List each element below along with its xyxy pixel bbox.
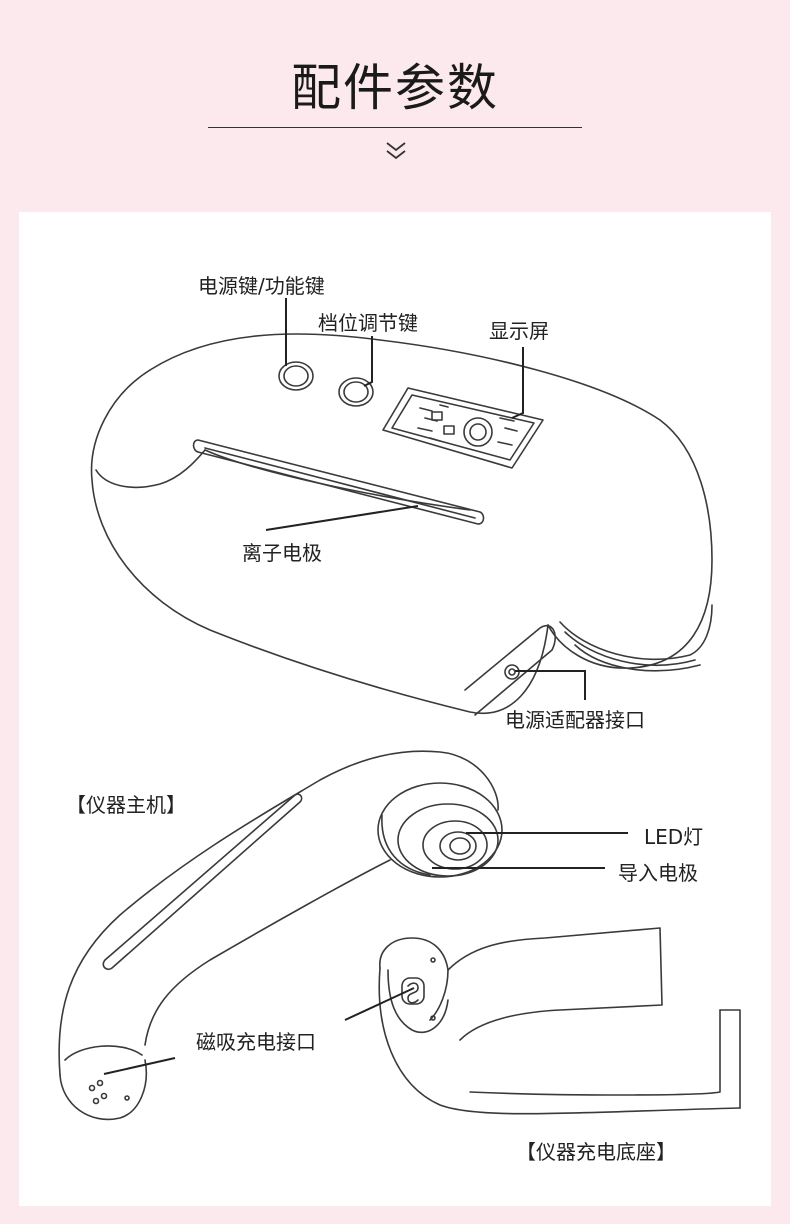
- label-power-key: 电源键/功能键: [198, 270, 325, 299]
- label-main-unit: 【仪器主机】: [66, 789, 186, 818]
- callout-level-key: [364, 336, 372, 386]
- label-display: 显示屏: [489, 315, 549, 344]
- label-power-port: 电源适配器接口: [505, 704, 645, 733]
- label-charging-base: 【仪器充电底座】: [516, 1136, 676, 1165]
- callout-ion-electrode: [266, 506, 418, 530]
- label-import-electrode: 导入电极: [618, 857, 698, 886]
- label-ion-electrode: 离子电极: [242, 537, 322, 566]
- main-unit-top-view: [92, 334, 712, 715]
- charging-base-view: [379, 928, 740, 1114]
- callout-magnetic-port: [104, 1058, 175, 1074]
- callout-display: [512, 347, 523, 418]
- label-level-key: 档位调节键: [318, 307, 418, 336]
- callout-power-port: [515, 671, 585, 700]
- label-led: LED灯: [644, 821, 703, 850]
- label-magnetic-port: 磁吸充电接口: [196, 1026, 316, 1055]
